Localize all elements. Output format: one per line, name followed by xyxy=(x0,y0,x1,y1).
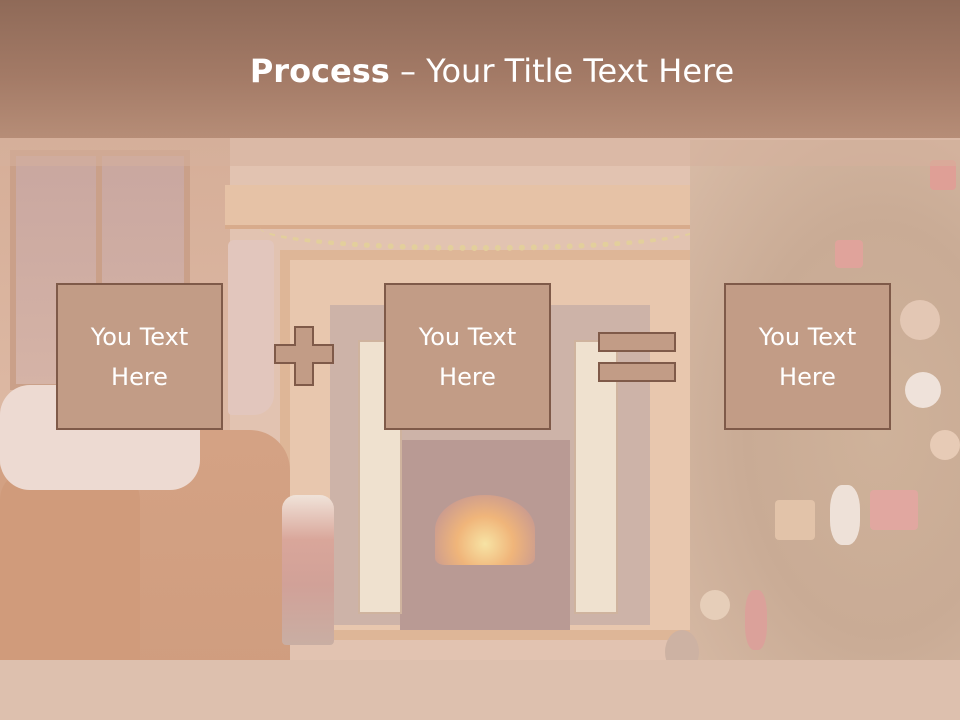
slide-title: Process – Your Title Text Here xyxy=(0,52,960,90)
title-bold-word: Process xyxy=(249,52,390,90)
process-box-label: You Text Here xyxy=(758,322,857,391)
process-box-1[interactable]: You Text Here xyxy=(56,283,223,430)
title-bar: Process – Your Title Text Here xyxy=(0,0,960,138)
process-box-label: You Text Here xyxy=(418,322,517,391)
title-rest: – Your Title Text Here xyxy=(389,52,735,90)
process-box-3[interactable]: You Text Here xyxy=(724,283,891,430)
process-box-label: You Text Here xyxy=(90,322,189,391)
title-shadow-band xyxy=(0,138,960,166)
process-box-2[interactable]: You Text Here xyxy=(384,283,551,430)
